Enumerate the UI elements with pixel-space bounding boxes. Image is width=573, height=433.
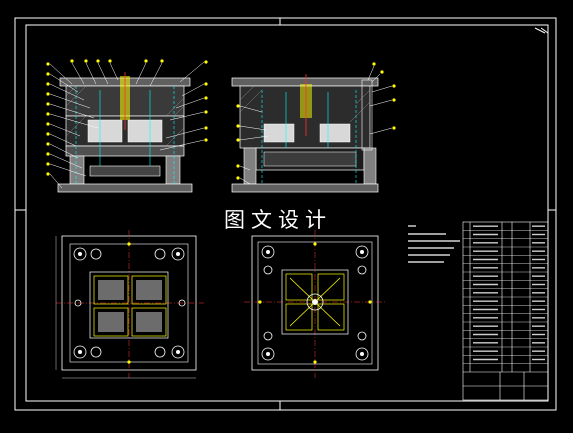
- sheet-border: [14, 17, 557, 411]
- bom-rows: [463, 225, 548, 364]
- front-section-view: [46, 59, 208, 193]
- watermark-text: 图文设计: [224, 208, 332, 232]
- side-section-view: [231, 62, 396, 193]
- frame-ticks: [15, 18, 556, 410]
- top-plan-view: [244, 230, 386, 378]
- drawing-frame: [25, 24, 549, 402]
- title-block: [462, 221, 549, 401]
- bottom-plan-view: [55, 230, 204, 379]
- technical-notes: [408, 225, 460, 263]
